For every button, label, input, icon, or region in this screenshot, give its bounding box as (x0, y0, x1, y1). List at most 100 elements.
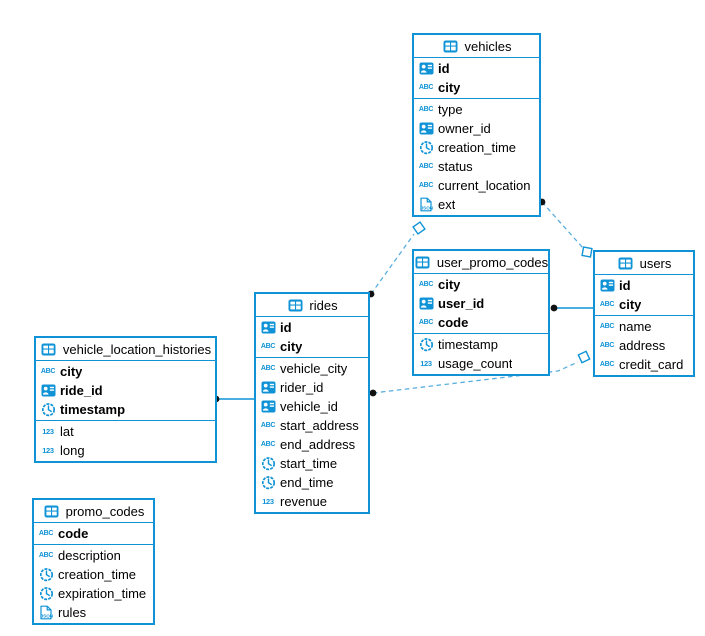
table-header[interactable]: vehicles (414, 35, 539, 58)
field-name: start_time (280, 456, 338, 471)
text-type-icon: ABC (418, 281, 434, 288)
field-row-vehicle_id[interactable]: vehicle_id (256, 397, 368, 416)
field-row-id[interactable]: id (414, 59, 539, 78)
timestamp-type-icon (39, 568, 53, 582)
field-name: code (58, 526, 89, 541)
field-row-id[interactable]: id (256, 318, 368, 337)
table-header[interactable]: users (595, 252, 693, 275)
text-icon-cell: ABC (417, 102, 435, 118)
table-header[interactable]: vehicle_location_histories (36, 338, 215, 361)
text-icon-cell: ABC (598, 319, 616, 335)
field-row-user_id[interactable]: user_id (414, 294, 548, 313)
timestamp-icon-cell (417, 140, 435, 156)
relation-endpoint-square (581, 246, 593, 258)
field-name: vehicle_city (280, 361, 348, 376)
uuid-icon-cell (598, 278, 616, 294)
table-icon (443, 40, 458, 52)
table-icon (288, 299, 303, 311)
table-icon (618, 257, 633, 269)
field-name: creation_time (438, 140, 517, 155)
field-row-timestamp[interactable]: timestamp (414, 335, 548, 354)
field-name: city (619, 297, 642, 312)
timestamp-type-icon (261, 457, 275, 471)
uuid-icon-cell (39, 383, 57, 399)
field-row-rider_id[interactable]: rider_id (256, 378, 368, 397)
field-name: type (438, 102, 463, 117)
text-type-icon: ABC (599, 342, 615, 349)
json-type-icon: JSON (40, 605, 53, 620)
table-header[interactable]: rides (256, 294, 368, 317)
number-icon-cell: 123 (259, 494, 277, 510)
table-header[interactable]: user_promo_codes (414, 251, 548, 274)
table-icon (415, 256, 430, 268)
field-row-expiration_time[interactable]: expiration_time (34, 584, 153, 603)
field-name: lat (60, 424, 74, 439)
json-icon-cell: JSON (417, 197, 435, 213)
relation-endpoint-dot (369, 389, 377, 397)
relation-line-rides-users[interactable] (372, 361, 579, 394)
relation-line-vehicles-users[interactable] (541, 201, 584, 249)
table-icon-cell (414, 254, 432, 270)
timestamp-icon-cell (417, 337, 435, 353)
field-row-end_time[interactable]: end_time (256, 473, 368, 492)
text-type-icon: ABC (599, 361, 615, 368)
text-icon-cell: ABC (598, 357, 616, 373)
field-row-start_time[interactable]: start_time (256, 454, 368, 473)
table-icon-cell (286, 297, 304, 313)
field-row-owner_id[interactable]: owner_id (414, 119, 539, 138)
table-header[interactable]: promo_codes (34, 500, 153, 523)
field-row-creation_time[interactable]: creation_time (414, 138, 539, 157)
field-name: current_location (438, 178, 531, 193)
field-row-timestamp[interactable]: timestamp (36, 400, 215, 419)
field-row-id[interactable]: id (595, 276, 693, 295)
table-icon (41, 343, 56, 355)
uuid-type-icon (419, 122, 433, 135)
relation-line-rides-vehicles[interactable] (370, 233, 415, 295)
text-type-icon: ABC (418, 163, 434, 170)
field-name: city (280, 339, 303, 354)
field-name: city (438, 80, 461, 95)
field-row-city[interactable]: ABC city (256, 337, 368, 356)
uuid-icon-cell (417, 61, 435, 77)
text-type-icon: ABC (260, 343, 276, 350)
uuid-type-icon (261, 381, 275, 394)
field-name: ext (438, 197, 456, 212)
field-row-ride_id[interactable]: ride_id (36, 381, 215, 400)
field-row-creation_time[interactable]: creation_time (34, 565, 153, 584)
field-name: owner_id (438, 121, 491, 136)
field-name: end_address (280, 437, 356, 452)
table-icon (44, 505, 59, 517)
